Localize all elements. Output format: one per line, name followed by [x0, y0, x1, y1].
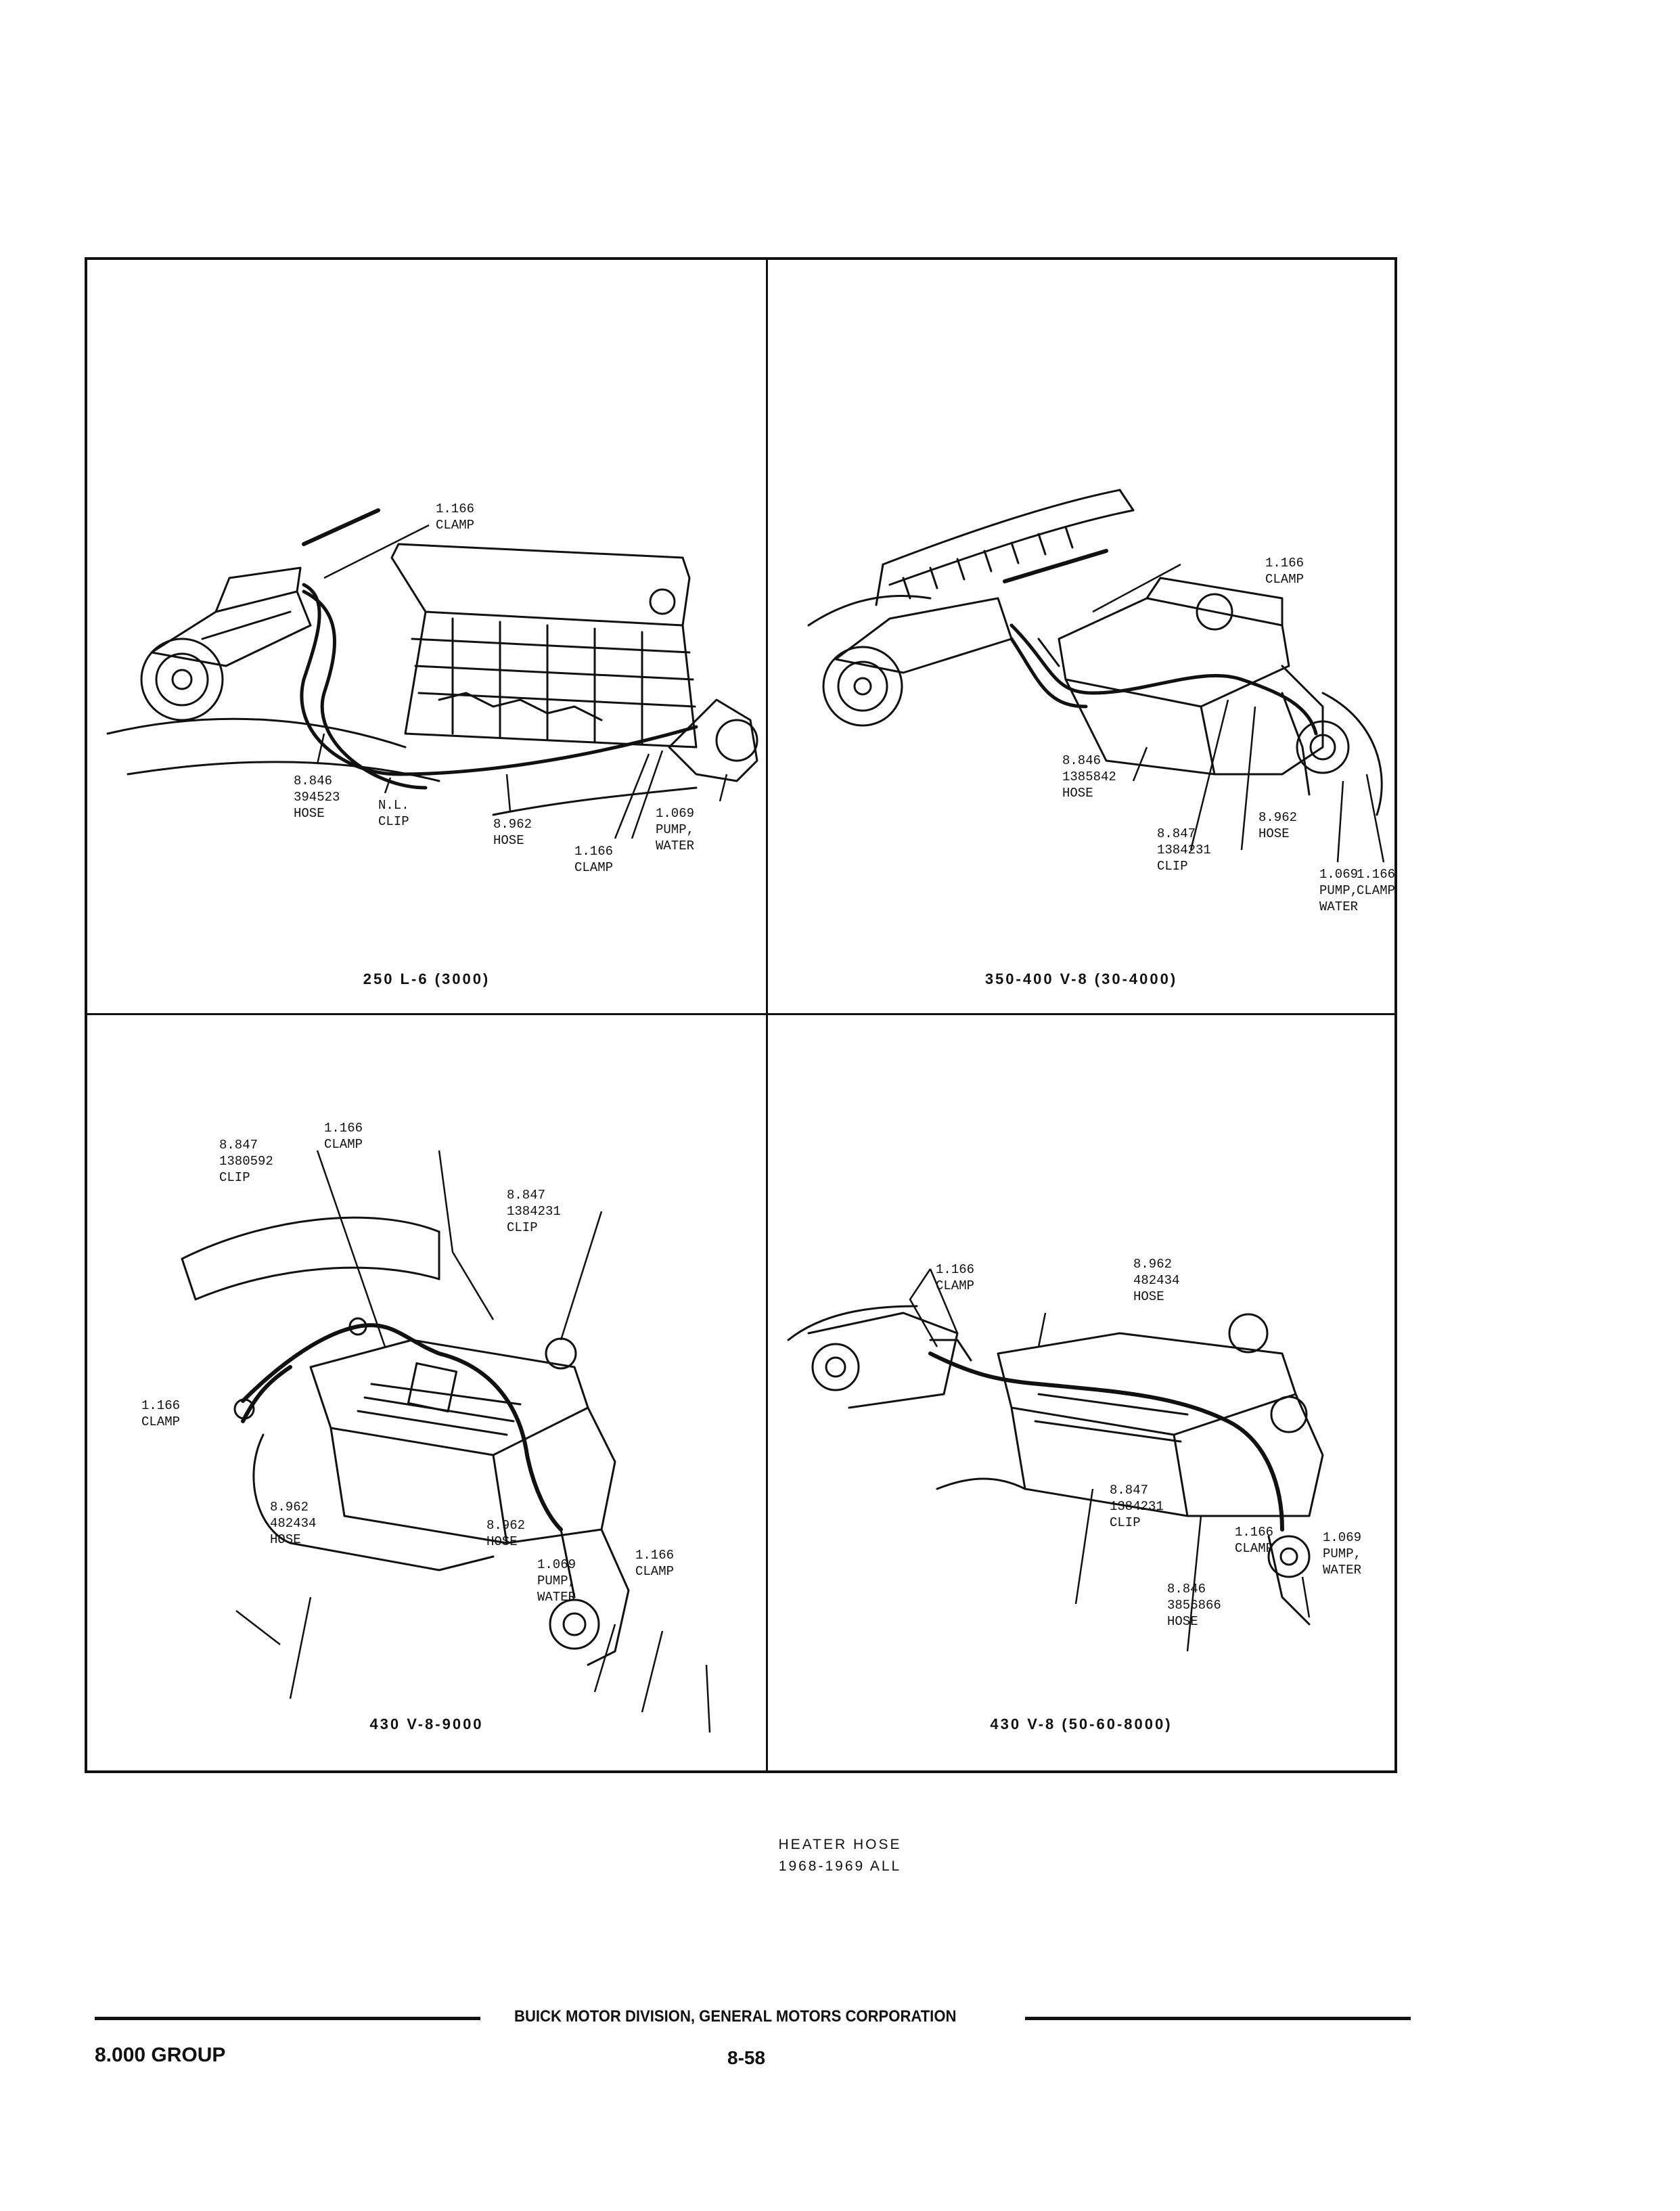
footer-group: 8.000 GROUP	[95, 2044, 226, 2066]
engine-430-v8-9000-illustration	[181, 1150, 711, 1733]
figure-title: HEATER HOSE 1968-1969 ALL	[0, 1834, 1680, 1877]
figure-title-line1: HEATER HOSE	[778, 1837, 902, 1852]
footer-page-number: 8-58	[727, 2047, 766, 2068]
figure-title-line2: 1968-1969 ALL	[778, 1858, 902, 1874]
footer-rule-left	[95, 2017, 480, 2020]
panel-caption: 350-400 V-8 (30-4000)	[984, 970, 1178, 987]
panel-caption: 250 L-6 (3000)	[363, 970, 491, 987]
panel-caption: 430 V-8 (50-60-8000)	[990, 1716, 1173, 1733]
engine-250-l6-illustration	[106, 508, 758, 839]
engine-430-v8-8000-illustration	[787, 1268, 1324, 1652]
engine-350-400-v8-illustration	[807, 489, 1385, 863]
footer-rule-right	[1025, 2017, 1411, 2020]
footer-publisher: BUICK MOTOR DIVISION, GENERAL MOTORS COR…	[514, 2007, 957, 2026]
callout-clip: N.L.CLIP	[378, 798, 409, 829]
panel-caption: 430 V-8-9000	[369, 1716, 484, 1733]
